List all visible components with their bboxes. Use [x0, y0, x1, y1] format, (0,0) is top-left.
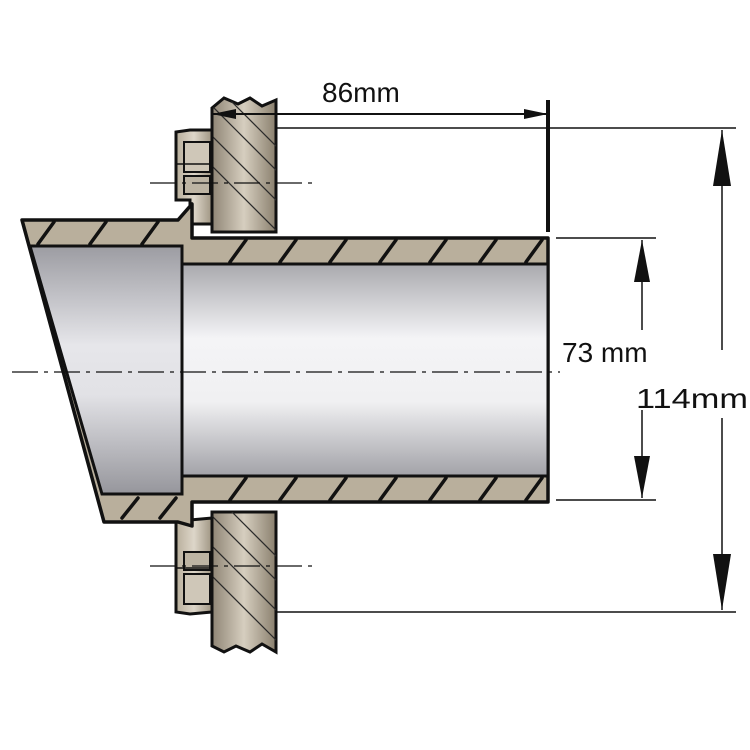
hull-section-top — [210, 96, 278, 234]
wall-hatching-top — [36, 220, 544, 264]
flange-nut-top — [174, 128, 214, 226]
dimension-outer-diameter: 114mm — [276, 127, 748, 613]
tube-body — [20, 202, 550, 528]
wall-hatching-bottom — [120, 476, 544, 520]
dimension-inner-diameter: 73 mm — [556, 237, 656, 501]
tube-bore — [180, 262, 550, 478]
dimension-inner-diameter-label: 73 mm — [562, 337, 648, 368]
centerlines — [12, 182, 560, 567]
dimension-length-label: 86mm — [322, 77, 400, 108]
flare-bore — [28, 244, 184, 496]
dimension-length: 86mm — [212, 77, 550, 232]
dimension-outer-diameter-label: 114mm — [636, 383, 748, 414]
